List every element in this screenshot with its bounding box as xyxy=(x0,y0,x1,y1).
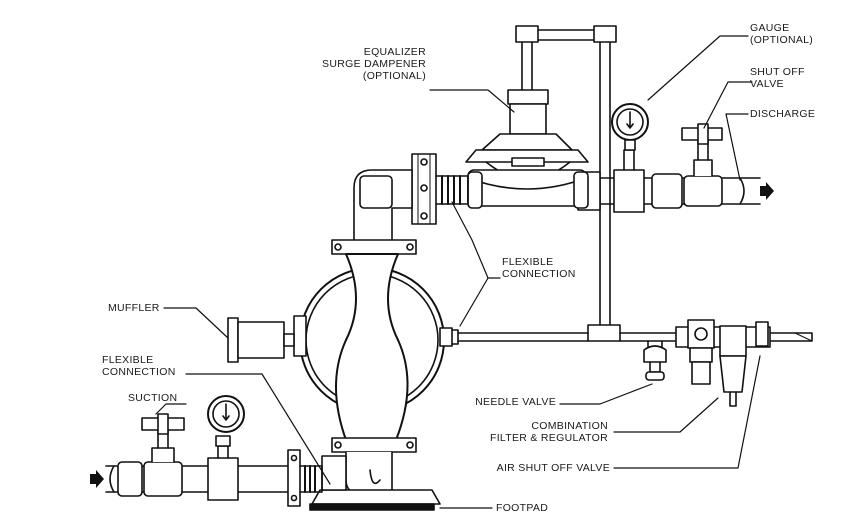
flex-top-label-line2: CONNECTION xyxy=(502,268,576,280)
flex-bottom-label-line2: CONNECTION xyxy=(102,366,176,378)
combo-label-line1: COMBINATION xyxy=(531,420,608,432)
equalizer-label-line1: EQUALIZER xyxy=(363,46,426,58)
gauge-label: GAUGE (OPTIONAL) xyxy=(750,22,813,46)
gauge-label-line1: GAUGE xyxy=(750,22,790,34)
gauge-icon xyxy=(611,103,649,151)
equalizer-label-line2: SURGE DAMPENER xyxy=(322,58,426,70)
equalizer-label: EQUALIZER SURGE DAMPENER (OPTIONAL) xyxy=(302,46,426,82)
suction-line xyxy=(105,413,323,507)
suction-label: SUCTION xyxy=(128,392,178,404)
combo-label: COMBINATION FILTER & REGULATOR xyxy=(478,420,608,444)
needle-valve-icon xyxy=(643,340,667,381)
pump-icon xyxy=(293,169,459,511)
muffler-label: MUFFLER xyxy=(108,302,160,314)
flex-top-label: FLEXIBLE CONNECTION xyxy=(502,256,576,280)
shutoff-label-line1: SHUT OFF xyxy=(750,66,805,78)
needle-valve-label: NEEDLE VALVE xyxy=(475,396,556,408)
footpad-label: FOOTPAD xyxy=(496,502,549,514)
air-shutoff-label: AIR SHUT OFF VALVE xyxy=(496,462,610,474)
leader-lines xyxy=(155,35,761,509)
flex-bottom-label: FLEXIBLE CONNECTION xyxy=(102,354,176,378)
equalizer-label-line3: (OPTIONAL) xyxy=(362,70,426,82)
gauge-label-line2: (OPTIONAL) xyxy=(750,34,814,46)
filter-regulator-icon xyxy=(675,319,771,407)
suction-gauge-icon xyxy=(207,395,245,433)
top-flexible-connection xyxy=(411,153,469,225)
flow-arrow-icon xyxy=(90,182,774,488)
discharge-line xyxy=(577,123,761,213)
discharge-label: DISCHARGE xyxy=(750,108,816,120)
dampener-icon xyxy=(465,89,589,209)
flex-top-label-line1: FLEXIBLE xyxy=(502,256,554,268)
shutoff-label: SHUT OFF VALVE xyxy=(750,66,805,90)
flex-bottom-label-line1: FLEXIBLE xyxy=(102,354,154,366)
combo-label-line2: FILTER & REGULATOR xyxy=(489,432,608,444)
muffler-icon xyxy=(227,317,295,363)
shutoff-label-line2: VALVE xyxy=(750,78,784,90)
air-line xyxy=(457,25,813,342)
